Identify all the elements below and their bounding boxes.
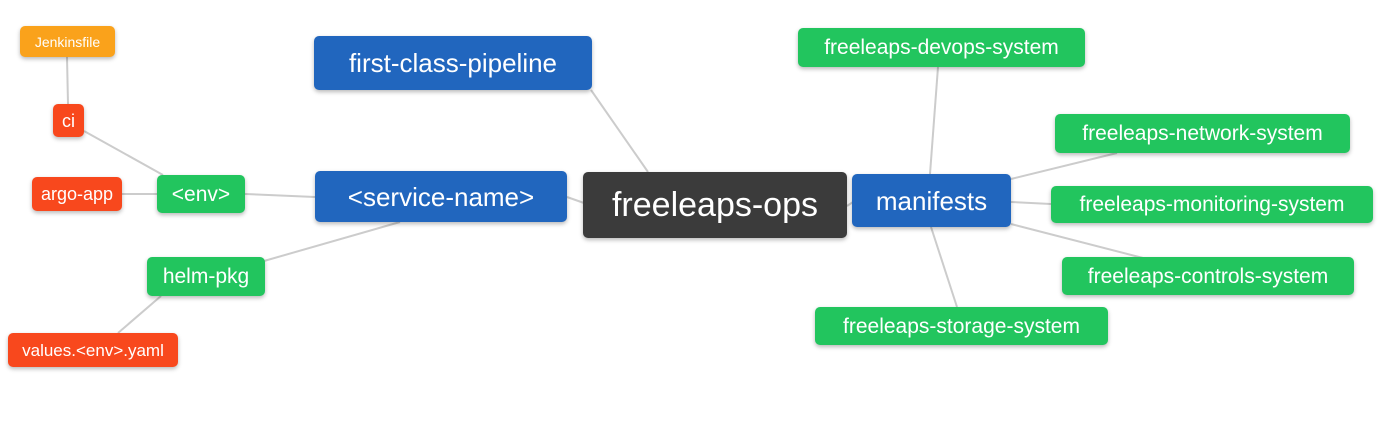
edge-env-to-service-name bbox=[244, 193, 316, 198]
edge-manifests-to-storage-system bbox=[930, 226, 958, 308]
node-env[interactable]: <env> bbox=[157, 175, 245, 213]
node-controls-system[interactable]: freeleaps-controls-system bbox=[1062, 257, 1354, 295]
edge-values-env-yaml-to-helm-pkg bbox=[117, 295, 162, 334]
node-storage-system[interactable]: freeleaps-storage-system bbox=[815, 307, 1108, 345]
node-monitoring-system[interactable]: freeleaps-monitoring-system bbox=[1051, 186, 1373, 223]
node-manifests[interactable]: manifests bbox=[852, 174, 1011, 227]
edge-ci-to-env bbox=[83, 130, 164, 176]
node-freeleaps-ops[interactable]: freeleaps-ops bbox=[583, 172, 847, 238]
node-values-env-yaml[interactable]: values.<env>.yaml bbox=[8, 333, 178, 367]
node-devops-system[interactable]: freeleaps-devops-system bbox=[798, 28, 1085, 67]
edge-manifests-to-controls-system bbox=[1010, 223, 1144, 259]
edge-manifests-to-monitoring-system bbox=[1010, 201, 1052, 205]
node-argo-app[interactable]: argo-app bbox=[32, 177, 122, 211]
edge-manifests-to-devops-system bbox=[929, 66, 939, 175]
node-network-system[interactable]: freeleaps-network-system bbox=[1055, 114, 1350, 153]
edge-jenkinsfile-to-ci bbox=[66, 56, 69, 105]
edge-helm-pkg-to-service-name bbox=[263, 221, 401, 262]
node-ci[interactable]: ci bbox=[53, 104, 84, 137]
node-helm-pkg[interactable]: helm-pkg bbox=[147, 257, 265, 296]
edge-first-class-pipeline-to-freeleaps-ops bbox=[590, 89, 649, 173]
node-service-name[interactable]: <service-name> bbox=[315, 171, 567, 222]
node-jenkinsfile[interactable]: Jenkinsfile bbox=[20, 26, 115, 57]
edge-manifests-to-network-system bbox=[1010, 152, 1118, 180]
node-first-class-pipeline[interactable]: first-class-pipeline bbox=[314, 36, 592, 90]
edge-service-name-to-freeleaps-ops bbox=[566, 196, 585, 204]
